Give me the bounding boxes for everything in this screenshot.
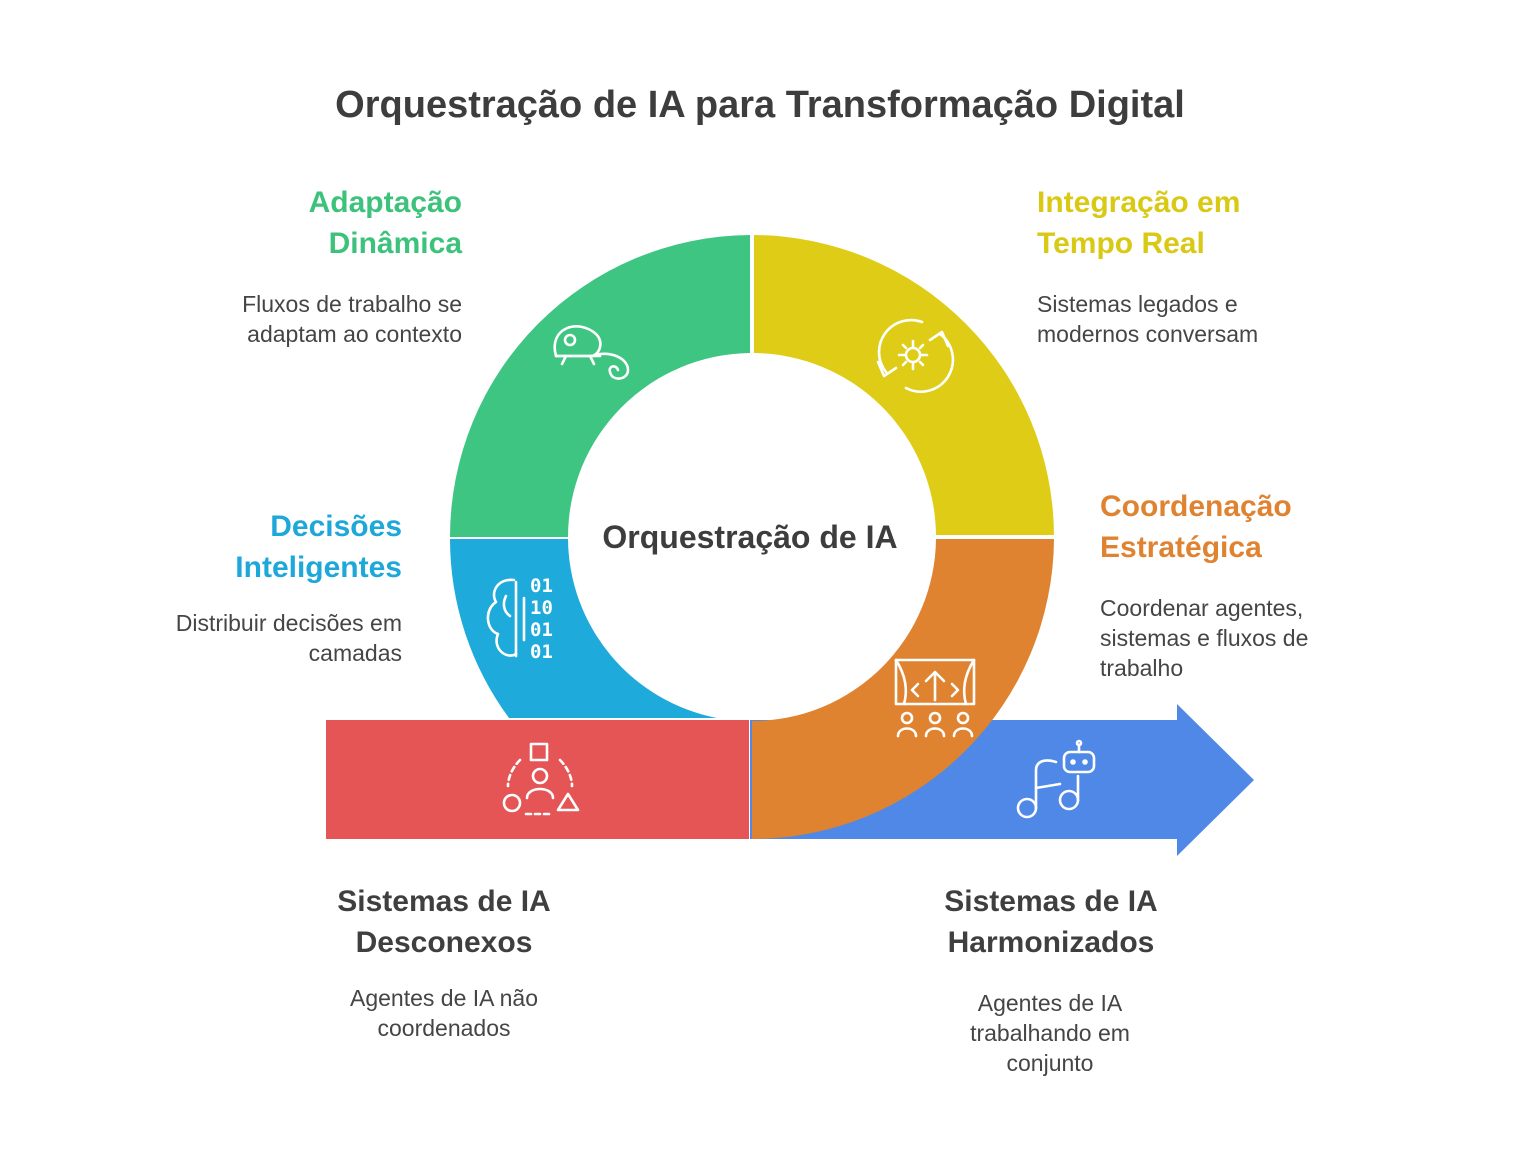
page-title: Orquestração de IA para Transformação Di… [335,84,1185,126]
svg-text:10: 10 [530,597,553,619]
segment-green [450,235,750,537]
harmonizados-heading: Sistemas de IA Harmonizados [944,885,1158,959]
svg-text:01: 01 [530,619,553,641]
adaptacao-description: Fluxos de trabalho se adaptam ao context… [242,291,462,347]
coordenacao-heading: Coordenação Estratégica [1100,490,1292,564]
segment-orange [752,539,1054,840]
music-robot-icon [1016,739,1096,819]
decisoes-description: Distribuir decisões em camadas [175,610,402,666]
adaptacao-heading: Adaptação Dinâmica [308,186,462,260]
integracao-heading: Integração em Tempo Real [1037,186,1241,260]
sync-gear-icon [876,318,955,393]
coordenacao-description: Coordenar agentes, sistemas e fluxos de … [1100,595,1309,681]
shapes-person-icon [502,742,580,816]
desconexos-description: Agentes de IA não coordenados [350,985,538,1041]
disconnected-bar [326,720,749,839]
chameleon-icon [553,325,630,380]
center-label: Orquestração de IA [602,519,897,555]
svg-text:01: 01 [530,575,553,597]
stage-people-icon [894,658,976,738]
harmonizados-description: Agentes de IA trabalhando em conjunto [970,990,1130,1076]
integracao-description: Sistemas legados e modernos conversam [1037,291,1259,347]
decisoes-heading: Decisões Inteligentes [235,510,402,584]
segment-yellow [754,235,1054,535]
desconexos-heading: Sistemas de IA Desconexos [337,885,551,959]
brain-binary-icon: 01 10 01 01 [486,575,553,663]
svg-text:01: 01 [530,641,553,663]
